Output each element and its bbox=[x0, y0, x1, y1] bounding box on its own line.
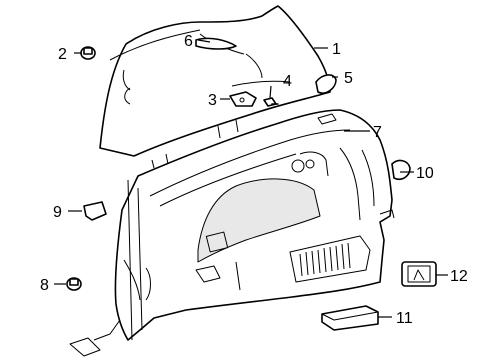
callout-labels: 1 2 3 4 5 6 7 8 9 10 11 12 bbox=[40, 33, 468, 327]
screw bbox=[263, 97, 279, 107]
leader-lines bbox=[54, 39, 448, 318]
callout-2: 2 bbox=[58, 46, 67, 63]
plug bbox=[391, 159, 411, 181]
callout-5: 5 bbox=[344, 70, 353, 87]
push-clip-lower bbox=[66, 277, 82, 291]
bracket bbox=[229, 91, 257, 107]
retainer-clip bbox=[83, 201, 107, 221]
vent-grille bbox=[299, 242, 351, 277]
callout-8: 8 bbox=[40, 277, 49, 294]
trim-strip bbox=[321, 305, 379, 331]
callout-11: 11 bbox=[396, 310, 413, 327]
push-clip-upper bbox=[80, 46, 96, 60]
callout-6: 6 bbox=[184, 33, 193, 50]
callout-3: 3 bbox=[208, 92, 217, 109]
callout-7: 7 bbox=[373, 124, 382, 141]
switch-unit bbox=[401, 261, 437, 287]
callout-1: 1 bbox=[332, 41, 341, 58]
lower-quarter-trim-panel bbox=[69, 109, 395, 357]
callout-10: 10 bbox=[416, 165, 434, 182]
callout-4: 4 bbox=[283, 73, 292, 90]
callout-9: 9 bbox=[53, 204, 62, 221]
upper-quarter-trim-panel bbox=[99, 5, 331, 157]
cap bbox=[315, 74, 337, 94]
callout-12: 12 bbox=[450, 268, 468, 285]
